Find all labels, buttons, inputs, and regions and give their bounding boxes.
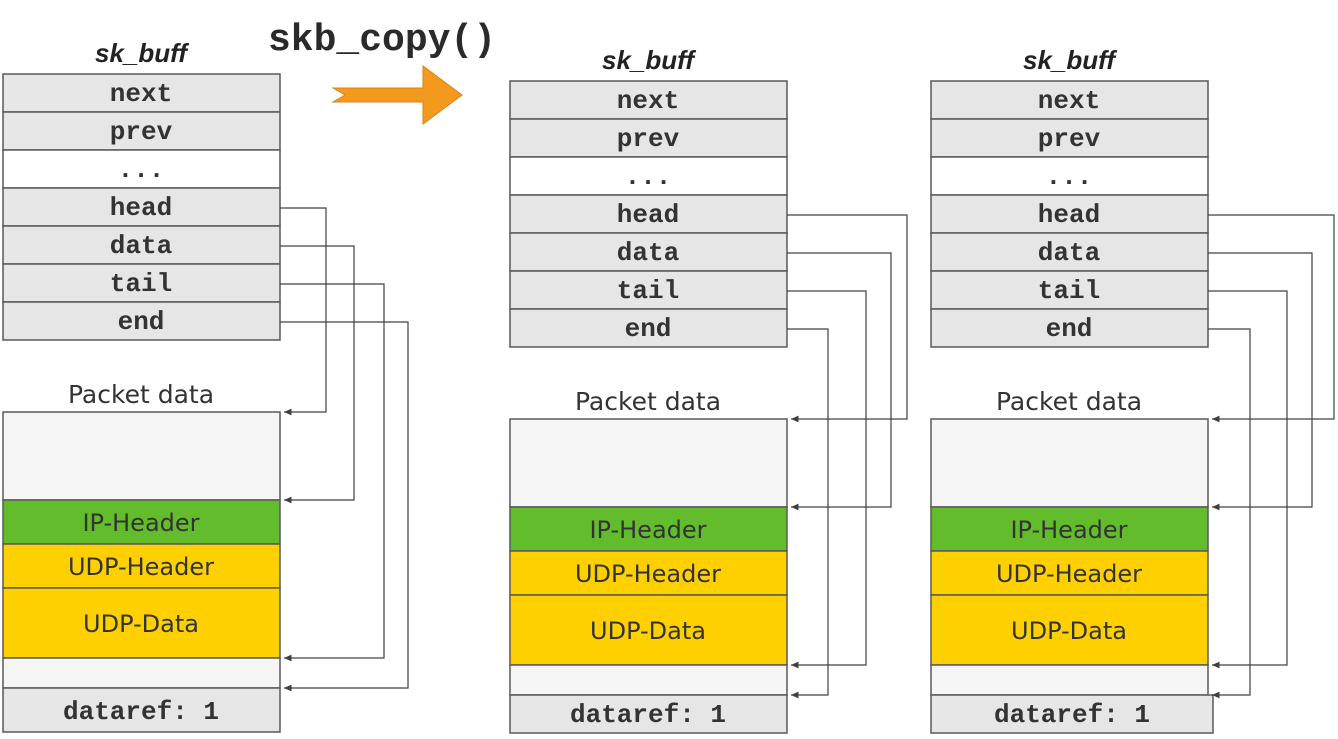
field-end [2,301,281,341]
dataref-label: dataref: 1 [63,697,219,727]
field-next-label: next [617,86,679,116]
dataref-cell [930,694,1214,734]
packet-data-label: Packet data [575,387,721,416]
struct-title: sk_buff [95,38,189,68]
field-end-label: end [118,307,165,337]
sk-buff-original: sk_buff next prev ... head data tail end… [2,38,409,733]
tailroom [930,664,1209,696]
head-pointer [280,207,327,416]
field-data [930,232,1209,272]
data-pointer [280,245,355,504]
segment-ip-header-label: IP-Header [82,509,199,537]
field-prev-label: prev [1038,124,1101,154]
field-head [509,194,788,234]
field-next [930,80,1209,120]
pointer-connectors [787,214,908,699]
field-end [930,308,1209,348]
field-ellipsis-label: ... [1046,162,1093,192]
sk-buff-copy-1: sk_buff next prev ... head data tail end… [509,45,908,734]
field-prev [509,118,788,158]
field-end-label: end [625,314,672,344]
dataref-cell [2,687,281,733]
tail-pointer [1208,290,1288,669]
dataref-label: dataref: 1 [570,700,726,730]
struct-title: sk_buff [602,45,696,75]
field-head-label: head [617,200,679,230]
field-prev-label: prev [617,124,680,154]
tail-pointer [280,283,385,662]
struct-title: sk_buff [1023,45,1117,75]
field-ellipsis [930,156,1209,196]
field-ellipsis-label: ... [625,162,672,192]
field-end [509,308,788,348]
tail-pointer [787,290,867,669]
tailroom [509,664,788,696]
data-pointer [787,252,892,511]
field-next [509,80,788,120]
headroom [2,411,281,501]
field-tail-label: tail [617,276,679,306]
packet-buffer: IP-Header UDP-Header UDP-Data dataref: 1 [2,411,281,733]
headroom [509,418,788,508]
field-next-label: next [110,79,172,109]
field-data-label: data [110,231,172,261]
field-head-label: head [1038,200,1100,230]
field-next-label: next [1038,86,1100,116]
packet-buffer: IP-Header UDP-Header UDP-Data dataref: 1 [509,418,788,734]
copy-arrow-icon [331,65,463,125]
field-data-label: data [1038,238,1100,268]
segment-ip-header-label: IP-Header [1010,516,1127,544]
field-data-label: data [617,238,679,268]
packet-data-label: Packet data [68,380,214,409]
head-pointer [1208,214,1335,423]
segment-udp-header-label: UDP-Header [68,553,214,581]
field-head-label: head [110,193,172,223]
dataref-cell [509,694,788,734]
segment-udp-header-label: UDP-Header [996,560,1142,588]
tailroom [2,657,281,689]
field-ellipsis [509,156,788,196]
dataref-label: dataref: 1 [994,700,1150,730]
field-ellipsis-label: ... [118,155,165,185]
field-end-label: end [1046,314,1093,344]
segment-udp-data-label: UDP-Data [590,617,706,645]
field-tail-label: tail [110,269,172,299]
pointer-connectors [280,207,409,692]
segment-udp-data-label: UDP-Data [1011,617,1127,645]
segment-udp-data-label: UDP-Data [83,610,199,638]
field-prev [930,118,1209,158]
data-pointer [1208,252,1313,511]
field-tail [2,263,281,303]
head-pointer [787,214,908,423]
end-pointer [1208,328,1251,699]
segment-ip-header [930,506,1209,552]
struct-fields: next prev ... head data tail end [930,80,1209,348]
pointer-connectors [1208,214,1335,699]
packet-buffer: IP-Header UDP-Header UDP-Data dataref: 1 [930,418,1214,734]
field-tail-label: tail [1038,276,1100,306]
end-pointer [280,321,409,692]
sk-buff-copy-2: sk_buff next prev ... head data tail end… [930,45,1335,734]
operation-label: skb_copy() [268,19,496,62]
end-pointer [787,328,829,699]
packet-data-label: Packet data [996,387,1142,416]
segment-ip-header [2,499,281,545]
segment-udp-header-label: UDP-Header [575,560,721,588]
segment-udp-header [930,550,1209,596]
field-prev-label: prev [110,117,173,147]
headroom [930,418,1209,508]
segment-ip-header [509,506,788,552]
segment-udp-data [2,587,281,659]
segment-ip-header-label: IP-Header [589,516,706,544]
field-head [2,187,281,227]
field-next [2,73,281,113]
struct-fields: next prev ... head data tail end [2,73,281,341]
field-head [930,194,1209,234]
struct-fields: next prev ... head data tail end [509,80,788,348]
field-prev [2,111,281,151]
